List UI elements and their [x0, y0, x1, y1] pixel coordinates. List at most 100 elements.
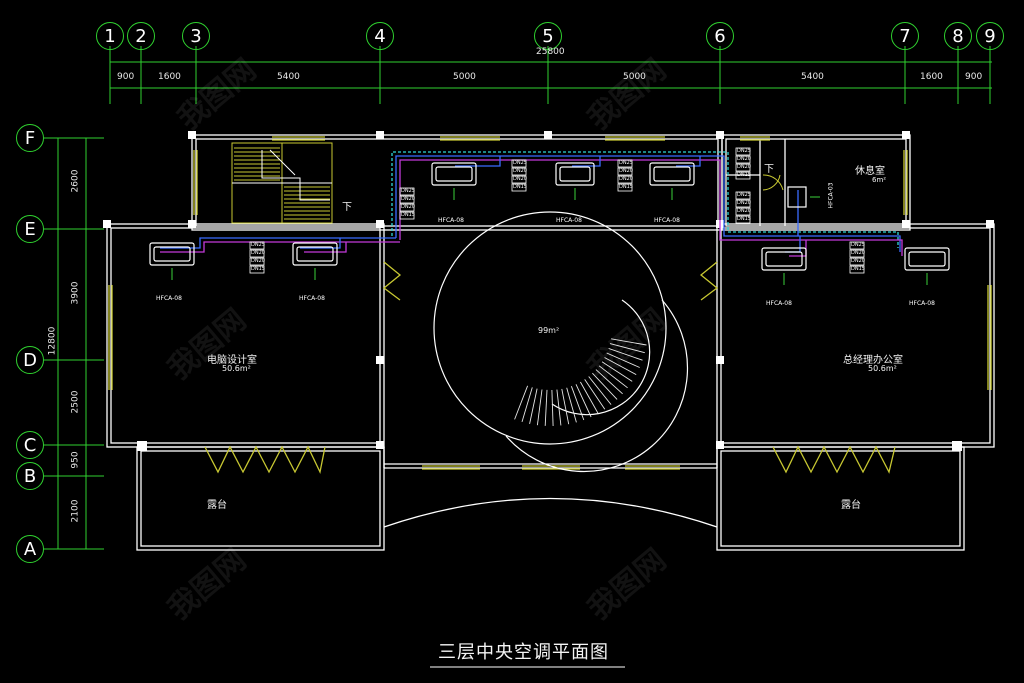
- dim-top-3: 5400: [277, 72, 300, 82]
- pipe-tag-label: DN25: [401, 188, 415, 194]
- pipe-tag-box: [849, 249, 865, 258]
- pipe-tag-box: [399, 203, 415, 212]
- pipe-tag-box: [735, 147, 751, 156]
- pipe-tag-label: DN20: [401, 196, 415, 202]
- right-office-name: 总经理办公室: [843, 355, 903, 366]
- spiral-tread: [592, 372, 618, 400]
- pipe-tag-box: [735, 163, 751, 172]
- spiral-tread: [529, 388, 538, 424]
- pipe-tag-label: DN25: [851, 242, 865, 248]
- pipe-tag-boxes: [249, 147, 865, 274]
- axis-bubble-6: 6: [706, 22, 734, 50]
- small-room-area: 6m²: [872, 176, 887, 184]
- spiral-tread: [609, 343, 645, 354]
- right-balcony-name: 露台: [841, 500, 861, 511]
- pipe-tag-box: [849, 265, 865, 274]
- atrium-area: 99m²: [538, 326, 560, 335]
- spiral-stair-treads: [514, 338, 647, 427]
- unit-tag: HFCA-08: [438, 217, 464, 224]
- spiral-tread: [521, 387, 533, 423]
- total-height-dim: 12800: [47, 326, 58, 356]
- spiral-tread: [580, 381, 599, 414]
- unit-tag: HFCA-08: [654, 217, 680, 224]
- pipe-tag-label: DN20: [513, 176, 527, 182]
- spiral-tread: [604, 357, 637, 375]
- drawing-title: 三层中央空调平面图: [438, 642, 609, 663]
- pipe-tag-label: DN15: [851, 266, 865, 272]
- pipe-tag-label: DN20: [619, 168, 633, 174]
- dim-top-7: 1600: [920, 72, 943, 82]
- left-balcony-name: 露台: [207, 500, 227, 511]
- dim-top-1: 900: [117, 72, 135, 82]
- pipe-tag-box: [399, 195, 415, 204]
- axis-bubble-2: 2: [127, 22, 155, 50]
- right-office-area: 50.6m²: [868, 364, 897, 373]
- spiral-tread: [551, 389, 554, 427]
- pipe-tag-box: [511, 167, 527, 176]
- pipe-tag-box: [511, 183, 527, 192]
- pipe-tag-label: DN15: [251, 266, 265, 272]
- left-office-area: 50.6m²: [222, 364, 251, 373]
- pipe-tag-label: DN20: [737, 156, 751, 162]
- dim-top-5: 5000: [623, 72, 646, 82]
- unit-tag: HFCA-08: [766, 300, 792, 307]
- spiral-tread: [588, 376, 612, 405]
- pipe-tag-label: DN25: [619, 160, 633, 166]
- unit-tag: HFCA-03: [827, 182, 835, 209]
- unit-tag: HFCA-08: [556, 217, 582, 224]
- pipe-tag-box: [735, 191, 751, 200]
- axis-bubble-E: E: [16, 215, 44, 243]
- axis-bubble-F: F: [16, 124, 44, 152]
- axis-bubble-D: D: [16, 346, 44, 374]
- pipe-tag-label: DN15: [401, 212, 415, 218]
- pipe-tag-box: [511, 175, 527, 184]
- windows: [108, 136, 992, 475]
- pipe-tag-label: DN15: [737, 172, 751, 178]
- stair-down-label-2: 下: [764, 164, 774, 175]
- axis-bubble-A: A: [16, 535, 44, 563]
- atrium: [433, 211, 689, 473]
- pipe-tag-label: DN20: [251, 250, 265, 256]
- left-office-name: 电脑设计室: [207, 355, 257, 366]
- pipe-tag-label: DN25: [251, 242, 265, 248]
- spiral-tread: [536, 389, 543, 426]
- pipe-tag-box: [735, 171, 751, 180]
- pipe-tag-label: DN25: [513, 160, 527, 166]
- spiral-tread: [608, 347, 643, 361]
- unit-tag: HFCA-08: [299, 295, 325, 302]
- pipe-tag-box: [735, 155, 751, 164]
- stair-arrow: [261, 149, 330, 201]
- axis-bubble-7: 7: [891, 22, 919, 50]
- columns: [103, 131, 994, 451]
- unit-leaders: [171, 188, 928, 285]
- pipe-tag-label: DN25: [737, 192, 751, 198]
- pipe-tag-box: [849, 241, 865, 250]
- pipe-tag-label: DN20: [851, 250, 865, 256]
- pipe-tag-label: DN20: [513, 168, 527, 174]
- axis-bubble-9: 9: [976, 22, 1004, 50]
- spiral-tread: [514, 385, 529, 420]
- spiral-tread: [601, 361, 633, 382]
- door-swing: [762, 174, 784, 191]
- axis-bubble-4: 4: [366, 22, 394, 50]
- dim-left-1: 2600: [70, 169, 81, 193]
- pipe-tag-box: [399, 187, 415, 196]
- pipe-tag-label: DN20: [619, 176, 633, 182]
- pipe-tag-label: DN20: [737, 164, 751, 170]
- pipe-tag-box: [735, 207, 751, 216]
- pipe-tag-label: DN15: [737, 216, 751, 222]
- pipe-tag-label: DN20: [737, 200, 751, 206]
- pipe-tag-box: [617, 167, 633, 176]
- pipe-tag-box: [849, 257, 865, 266]
- spiral-tread: [566, 387, 577, 423]
- ac-pipes: [160, 151, 903, 257]
- pipe-tag-label: DN20: [401, 204, 415, 210]
- pipe-tag-label: DN20: [737, 208, 751, 214]
- walls: [106, 134, 995, 551]
- spiral-tread: [606, 352, 640, 368]
- stair-down-label: 下: [342, 202, 352, 213]
- pipe-tag-label: DN25: [737, 148, 751, 154]
- axis-bubble-B: B: [16, 462, 44, 490]
- unit-tag: HFCA-08: [909, 300, 935, 307]
